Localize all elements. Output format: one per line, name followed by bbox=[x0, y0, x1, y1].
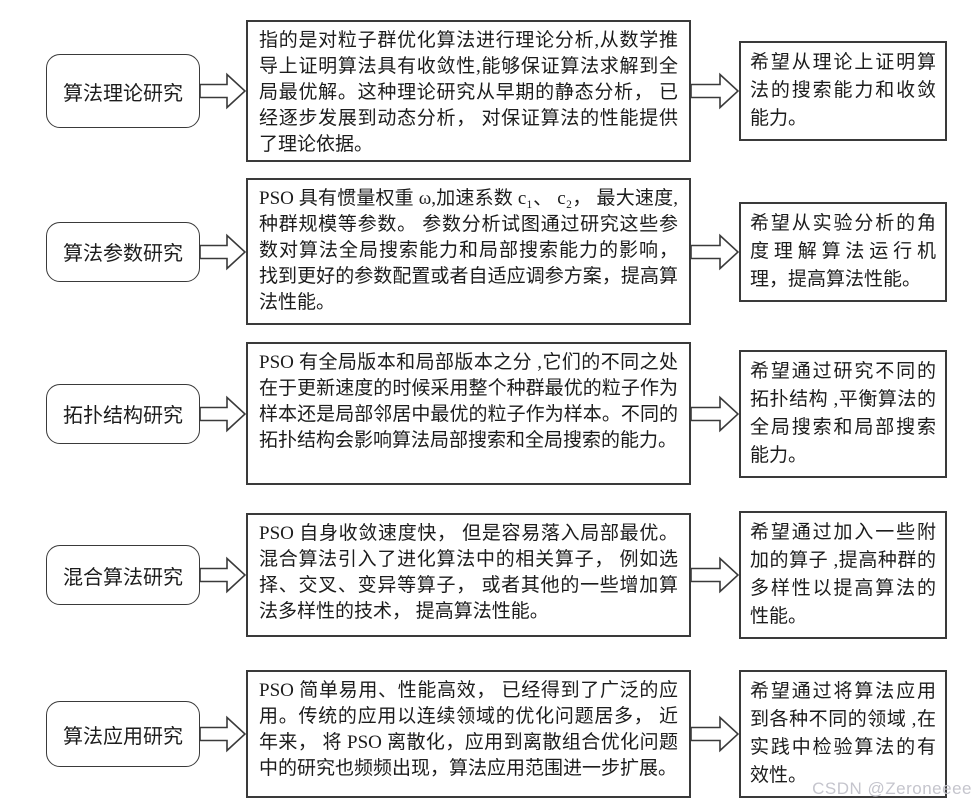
goal-box: 希望通过加入一些附加的算子 ,提高种群的多样性以提高算法的性能。 bbox=[739, 511, 947, 639]
goal-text: 希望通过将算法应用到各种不同的领域 ,在实践中检验算法的有效性。 bbox=[750, 681, 936, 786]
description-box: PSO 具有惯量权重 ω,加速系数 c₁、 c₂， 最大速度,种群规模等参数。 … bbox=[246, 178, 691, 325]
flow-row-theory: 算法理论研究 指的是对粒子群优化算法进行理论分析,从数学推导上证明算法具有收敛性… bbox=[0, 20, 975, 162]
description-text: PSO 有全局版本和局部版本之分 ,它们的不同之处在于更新速度的时候采用整个种群… bbox=[259, 352, 678, 451]
category-label: 混合算法研究 bbox=[63, 566, 183, 589]
goal-text: 希望通过研究不同的拓扑结构 ,平衡算法的全局搜索和局部搜索能力。 bbox=[750, 360, 936, 466]
arrow-right-icon bbox=[200, 556, 246, 594]
description-box: PSO 自身收敛速度快， 但是容易落入局部最优。混合算法引入了进化算法中的相关算… bbox=[246, 513, 691, 637]
csdn-watermark: CSDN @Zeroneeee bbox=[812, 779, 972, 798]
flow-row-hybrid: 混合算法研究 PSO 自身收敛速度快， 但是容易落入局部最优。混合算法引入了进化… bbox=[0, 511, 975, 639]
category-label: 算法应用研究 bbox=[63, 725, 183, 748]
category-label: 拓扑结构研究 bbox=[63, 405, 183, 427]
description-text: 指的是对粒子群优化算法进行理论分析,从数学推导上证明算法具有收敛性,能够保证算法… bbox=[259, 30, 678, 155]
description-text: PSO 自身收敛速度快， 但是容易落入局部最优。混合算法引入了进化算法中的相关算… bbox=[259, 523, 678, 622]
flow-row-topology: 拓扑结构研究 PSO 有全局版本和局部版本之分 ,它们的不同之处在于更新速度的时… bbox=[0, 342, 975, 485]
category-box: 算法参数研究 bbox=[46, 221, 200, 282]
category-box: 算法应用研究 bbox=[46, 701, 200, 767]
goal-box: 希望通过研究不同的拓扑结构 ,平衡算法的全局搜索和局部搜索能力。 bbox=[739, 349, 947, 478]
category-label: 算法参数研究 bbox=[63, 243, 183, 265]
arrow-right-icon bbox=[200, 395, 246, 432]
arrow-right-icon bbox=[691, 556, 739, 594]
arrow-right-icon bbox=[200, 72, 246, 110]
goal-box: 希望从理论上证明算法的搜索能力和收敛能力。 bbox=[739, 41, 947, 141]
description-box: PSO 简单易用、性能高效， 已经得到了广泛的应用。传统的应用以连续领域的优化问… bbox=[246, 670, 691, 798]
arrow-right-icon bbox=[200, 715, 246, 753]
arrow-right-icon bbox=[691, 233, 739, 270]
category-label: 算法理论研究 bbox=[63, 82, 183, 105]
description-box: 指的是对粒子群优化算法进行理论分析,从数学推导上证明算法具有收敛性,能够保证算法… bbox=[246, 20, 691, 162]
description-text: PSO 简单易用、性能高效， 已经得到了广泛的应用。传统的应用以连续领域的优化问… bbox=[259, 680, 678, 779]
category-box: 混合算法研究 bbox=[46, 545, 200, 605]
arrow-right-icon bbox=[691, 715, 739, 753]
category-box: 算法理论研究 bbox=[46, 54, 200, 128]
description-text: PSO 具有惯量权重 ω,加速系数 c₁、 c₂， 最大速度,种群规模等参数。 … bbox=[259, 188, 678, 313]
flow-row-application: 算法应用研究 PSO 简单易用、性能高效， 已经得到了广泛的应用。传统的应用以连… bbox=[0, 670, 975, 798]
goal-box: 希望从实验分析的角度理解算法运行机理，提高算法性能。 bbox=[739, 201, 947, 302]
goal-box: 希望通过将算法应用到各种不同的领域 ,在实践中检验算法的有效性。 bbox=[739, 670, 947, 798]
goal-text: 希望从实验分析的角度理解算法运行机理，提高算法性能。 bbox=[750, 212, 936, 290]
arrow-right-icon bbox=[691, 72, 739, 110]
flow-row-parameters: 算法参数研究 PSO 具有惯量权重 ω,加速系数 c₁、 c₂， 最大速度,种群… bbox=[0, 178, 975, 325]
description-box: PSO 有全局版本和局部版本之分 ,它们的不同之处在于更新速度的时候采用整个种群… bbox=[246, 342, 691, 485]
arrow-right-icon bbox=[200, 233, 246, 270]
arrow-right-icon bbox=[691, 395, 739, 432]
category-box: 拓扑结构研究 bbox=[46, 383, 200, 444]
goal-text: 希望从理论上证明算法的搜索能力和收敛能力。 bbox=[750, 52, 936, 129]
goal-text: 希望通过加入一些附加的算子 ,提高种群的多样性以提高算法的性能。 bbox=[750, 522, 936, 627]
